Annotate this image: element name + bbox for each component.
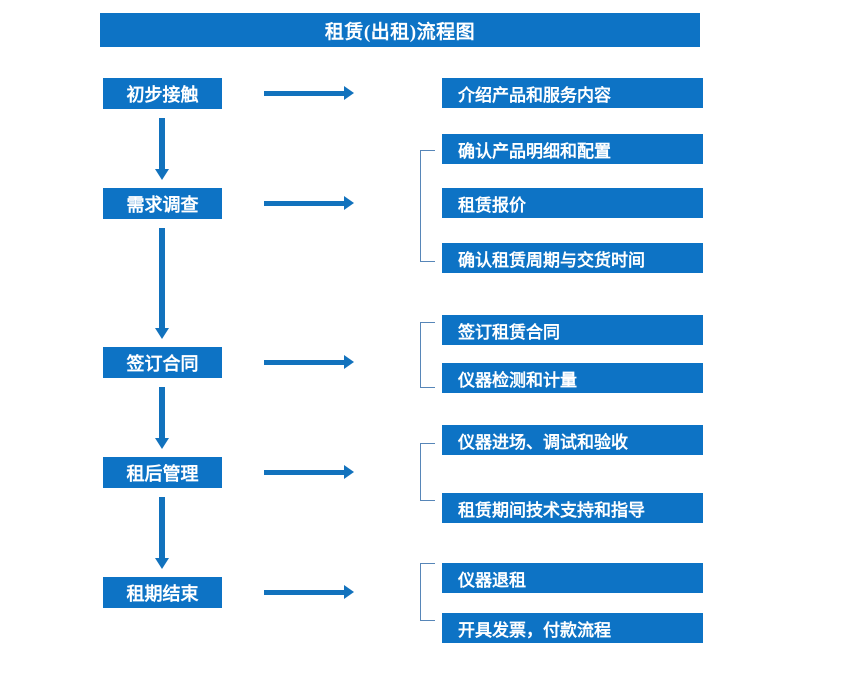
arrow-right-icon-stage1 [264,86,354,100]
arrow-right-icon-stage4 [264,465,354,479]
arrow-down-icon-stage3-to-stage4 [155,387,169,449]
group-bracket-icon-sign-contract [420,322,435,388]
diagram-title: 租赁(出租)流程图 [100,13,700,47]
detail-box-instrument-return[interactable]: 仪器退租 [442,563,703,593]
detail-box-introduce-products-services[interactable]: 介绍产品和服务内容 [442,78,703,108]
detail-box-instrument-entry-commissioning-acceptance[interactable]: 仪器进场、调试和验收 [442,425,703,455]
detail-box-confirm-rental-period-delivery[interactable]: 确认租赁周期与交货时间 [442,243,703,273]
detail-box-sign-rental-contract[interactable]: 签订租赁合同 [442,315,703,345]
stage-box-lease-end[interactable]: 租期结束 [103,577,222,608]
stage-box-post-rental-management[interactable]: 租后管理 [103,457,222,488]
detail-box-instrument-inspection-metering[interactable]: 仪器检测和计量 [442,363,703,393]
group-bracket-icon-needs-survey [420,150,435,262]
arrow-down-icon-stage1-to-stage2 [155,118,169,180]
stage-box-initial-contact[interactable]: 初步接触 [103,78,222,109]
detail-box-technical-support-during-rental[interactable]: 租赁期间技术支持和指导 [442,493,703,523]
group-bracket-icon-post-rental [420,443,435,501]
arrow-down-icon-stage4-to-stage5 [155,497,169,569]
arrow-right-icon-stage2 [264,196,354,210]
group-bracket-icon-lease-end [420,563,435,621]
stage-box-needs-survey[interactable]: 需求调查 [103,188,222,219]
detail-box-rental-quotation[interactable]: 租赁报价 [442,188,703,218]
arrow-down-icon-stage2-to-stage3 [155,228,169,339]
arrow-right-icon-stage5 [264,585,354,599]
detail-box-invoice-payment-process[interactable]: 开具发票，付款流程 [442,613,703,643]
arrow-right-icon-stage3 [264,355,354,369]
stage-box-sign-contract[interactable]: 签订合同 [103,347,222,378]
detail-box-confirm-product-details-config[interactable]: 确认产品明细和配置 [442,134,703,164]
